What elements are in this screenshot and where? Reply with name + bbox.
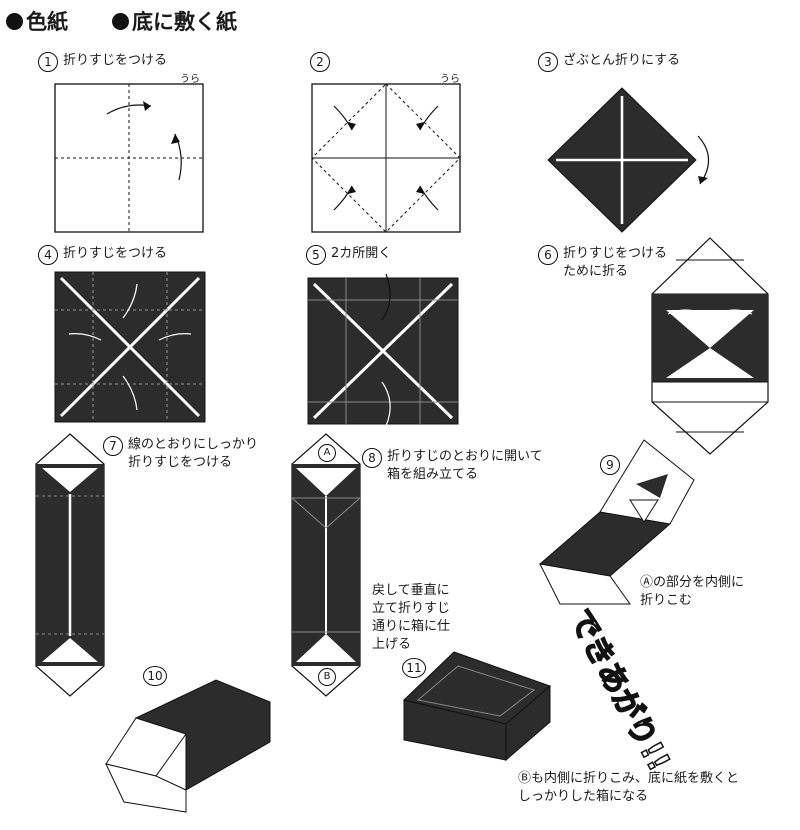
header-item-2: 底に敷く紙: [132, 10, 237, 34]
step-text: 線のとおりにしっかり: [128, 437, 259, 452]
step-number: 1: [38, 52, 58, 72]
step-2-label: 2: [310, 52, 335, 72]
step-number: 11: [402, 658, 426, 678]
step-3-label: 3 ざぶとん折りにする: [538, 52, 680, 72]
step-8-side-note: 戻して垂直に 立て折りすじ 通りに箱に仕 上げる: [372, 582, 450, 654]
step-5-label: 5 2カ所開く: [306, 245, 391, 265]
figure-step-10: [105, 679, 271, 813]
step-number: 8: [362, 448, 382, 468]
figure-step-3: [547, 87, 710, 233]
step-text: 折りすじをつける: [63, 246, 168, 261]
step-text-2: 箱を組み立てる: [387, 467, 479, 482]
figure-step-6: [651, 237, 769, 455]
step-number: 2: [310, 52, 330, 72]
step-10-label: 10: [143, 666, 172, 686]
step-6-label: 6 折りすじをつける ために折る: [538, 245, 667, 281]
step-number: 6: [538, 245, 558, 265]
step-number: 5: [306, 245, 326, 265]
header-item-1: 色紙: [26, 10, 68, 34]
step-4-label: 4 折りすじをつける: [38, 245, 167, 265]
figure-step-5: [307, 273, 459, 427]
figure-step-1: [54, 83, 204, 233]
back-side-label: うら: [440, 74, 460, 85]
note-line: しっかりした箱になる: [518, 789, 649, 804]
bullet-icon: [6, 12, 23, 30]
note-line: 立て折りすじ: [372, 601, 451, 616]
step-1-label: 1 折りすじをつける: [38, 52, 167, 72]
step-number: 4: [38, 245, 58, 265]
completed-label: できあがり!!: [561, 603, 677, 778]
figure-step-8: [291, 433, 361, 697]
figure-step-4: [54, 271, 206, 423]
step-text-2: ために折る: [563, 264, 629, 279]
step-8-label: 8 折りすじのとおりに開いて 箱を組み立てる: [362, 448, 543, 484]
mark-a: A: [318, 444, 336, 462]
back-side-label: うら: [180, 74, 200, 85]
step-number: 10: [143, 666, 167, 686]
step-text: 折りすじをつける: [563, 246, 668, 261]
step-text: ざぶとん折りにする: [563, 53, 681, 68]
figure-step-7: [35, 433, 105, 697]
note-line: 通りに箱に仕: [372, 619, 451, 634]
step-text-2: 折りすじをつける: [128, 455, 233, 470]
step-11-label: 11: [402, 658, 431, 678]
step-7-label: 7 線のとおりにしっかり 折りすじをつける: [103, 436, 258, 472]
step-9-note: Ⓐの部分を内側に 折りこむ: [640, 574, 744, 610]
header-bottom-paper: 底に敷く紙: [112, 6, 237, 36]
final-note: Ⓑも内側に折りこみ、底に紙を敷くと しっかりした箱になる: [518, 770, 739, 806]
step-9-label: 9: [600, 455, 625, 475]
figure-step-11: [402, 651, 551, 762]
step-text: 2カ所開く: [331, 246, 392, 261]
step-text: 折りすじのとおりに開いて: [387, 449, 543, 464]
note-line: Ⓑも内側に折りこみ、底に紙を敷くと: [518, 771, 740, 786]
step-text: 折りすじをつける: [63, 53, 168, 68]
mark-b: B: [318, 668, 336, 686]
header-colored-paper: 色紙: [6, 6, 68, 36]
step-number: 7: [103, 436, 123, 456]
figure-step-2: [311, 83, 461, 233]
step-number: 9: [600, 455, 620, 475]
step-number: 3: [538, 52, 558, 72]
note-line: Ⓐの部分を内側に: [640, 575, 745, 590]
note-line: 折りこむ: [640, 593, 693, 608]
figure-step-9: [538, 439, 695, 605]
note-line: 戻して垂直に: [372, 583, 450, 598]
bullet-icon: [112, 12, 129, 30]
note-line: 上げる: [372, 637, 412, 652]
